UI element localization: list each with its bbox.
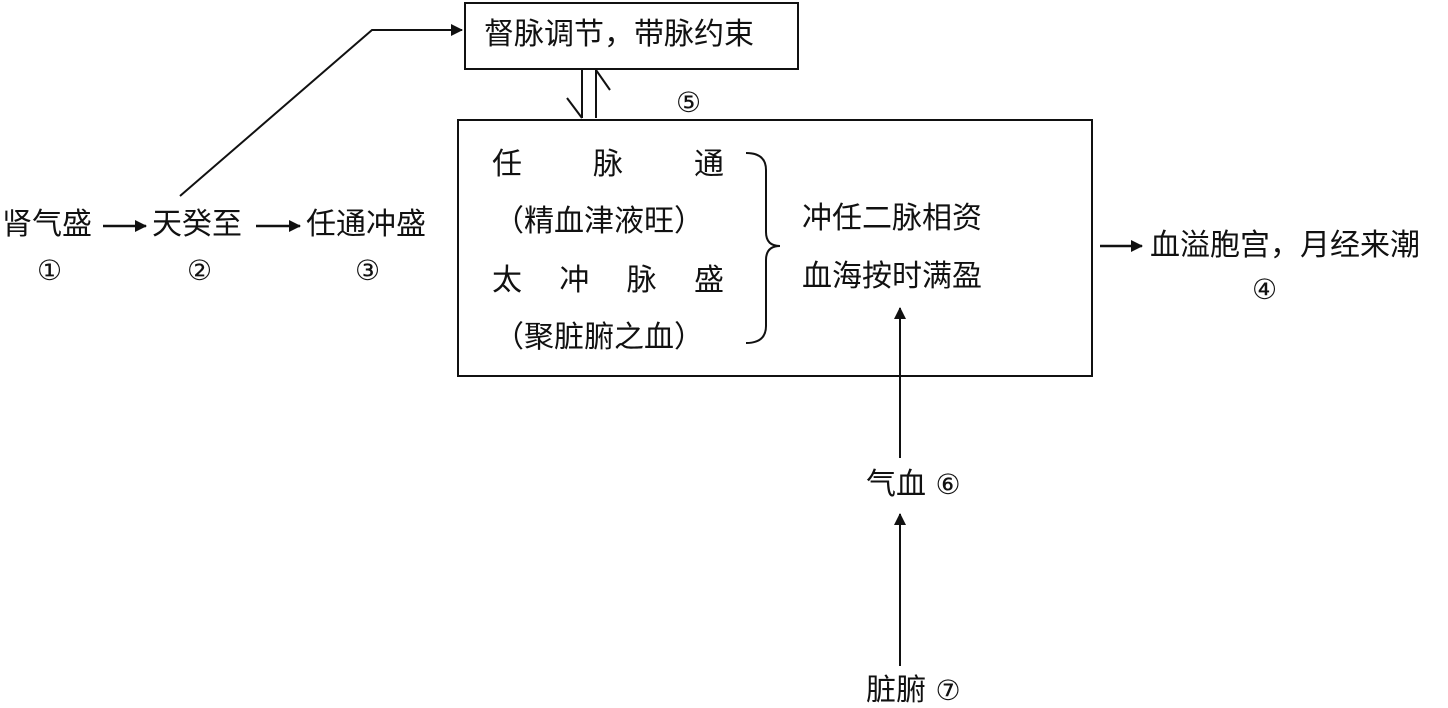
- main-box: [457, 119, 1093, 377]
- renmai-char-3: 通: [694, 147, 724, 182]
- curly-brace: [745, 152, 781, 344]
- node-five-number: ⑤: [676, 86, 702, 119]
- renmai-char-1: 任: [492, 147, 522, 182]
- node-shenqi-number: ①: [37, 254, 63, 287]
- chongren-text: 冲任二脉相资: [802, 201, 982, 236]
- renmai-tong: 任 脉 通: [492, 150, 724, 180]
- qixue-label: 气血 ⑥: [866, 470, 961, 500]
- jingxue-text: （精血津液旺）: [494, 204, 704, 239]
- taichong-char-2: 冲: [559, 263, 590, 298]
- taichong-char-1: 太: [492, 263, 522, 298]
- node-shenqi: 肾气盛: [2, 207, 92, 242]
- xuehai-text: 血海按时满盈: [802, 259, 982, 294]
- taichong-sheng: 太 冲 脉 盛: [492, 266, 724, 296]
- node-tiangui: 天癸至: [152, 207, 242, 242]
- qixue-text: 气血: [866, 467, 926, 502]
- node-rentong: 任通冲盛: [306, 207, 426, 242]
- top-box: [464, 2, 799, 70]
- top-box-label: 督脉调节，带脉约束: [484, 17, 754, 52]
- zangfu-text: 脏腑: [866, 673, 926, 708]
- output-label: 血溢胞宫，月经来潮: [1150, 228, 1420, 263]
- output-number: ④: [1252, 273, 1278, 306]
- taichong-char-4: 盛: [693, 263, 724, 298]
- zangfu-label: 脏腑 ⑦: [866, 676, 961, 706]
- node-rentong-number: ③: [355, 254, 381, 287]
- node-tiangui-number: ②: [187, 254, 213, 287]
- qixue-number: ⑥: [935, 468, 961, 501]
- taichong-char-3: 脉: [626, 263, 657, 298]
- zangfu-number: ⑦: [935, 674, 961, 707]
- juzangfu-text: （聚脏腑之血）: [494, 320, 704, 355]
- renmai-char-2: 脉: [593, 147, 623, 182]
- arrow-n2-topbox: [179, 24, 463, 197]
